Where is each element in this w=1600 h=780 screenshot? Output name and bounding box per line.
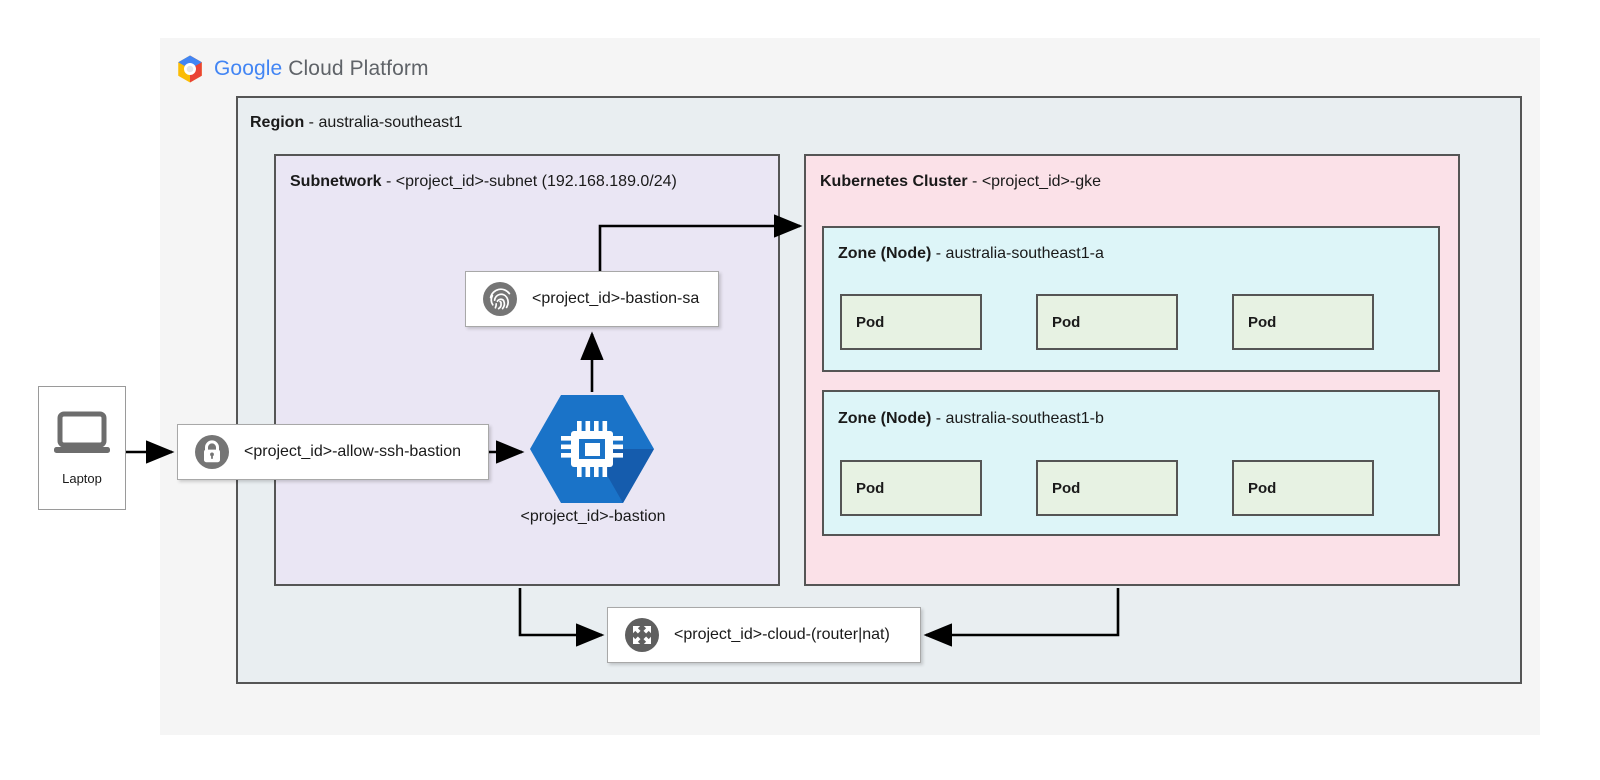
zone-b-value: australia-southeast1-b: [945, 410, 1104, 427]
bastion-label: <project_id>-bastion: [520, 508, 666, 525]
subnetwork-separator: -: [381, 173, 396, 190]
subnetwork-title: Subnetwork - <project_id>-subnet (192.16…: [290, 173, 677, 191]
service-account-node: <project_id>-bastion-sa: [465, 271, 719, 327]
cluster-separator: -: [967, 173, 982, 190]
google-cloud-logo-icon: [178, 55, 202, 83]
zone-a-value: australia-southeast1-a: [945, 245, 1104, 262]
zone-b-separator: -: [931, 410, 946, 427]
laptop-icon: [54, 411, 110, 453]
cloud-router-nat-label: <project_id>-cloud-(router|nat): [674, 626, 890, 643]
service-account-label: <project_id>-bastion-sa: [532, 290, 700, 307]
region-separator: -: [304, 114, 319, 131]
router-expand-icon: [625, 618, 659, 652]
pod-zone-a-1: Pod: [840, 294, 982, 350]
pod-label: Pod: [856, 314, 885, 331]
gcp-branding: Google Cloud Platform: [176, 52, 596, 86]
firewall-rule-label: <project_id>-allow-ssh-bastion: [244, 443, 461, 460]
pod-zone-b-3: Pod: [1232, 460, 1374, 516]
subnetwork-value: <project_id>-subnet (192.168.189.0/24): [395, 173, 677, 190]
zone-node-b-title: Zone (Node) - australia-southeast1-b: [838, 410, 1104, 428]
kubernetes-cluster-title: Kubernetes Cluster - <project_id>-gke: [820, 173, 1101, 191]
laptop-node: Laptop: [38, 386, 126, 510]
pod-zone-b-2: Pod: [1036, 460, 1178, 516]
cloud-router-nat-node: <project_id>-cloud-(router|nat): [607, 607, 921, 663]
region-value: australia-southeast1: [318, 114, 463, 131]
pod-label: Pod: [1248, 480, 1277, 497]
zone-b-label: Zone (Node): [838, 410, 932, 427]
wordmark-platform: Platform: [349, 57, 429, 80]
cluster-label: Kubernetes Cluster: [820, 173, 968, 190]
region-label: Region: [250, 114, 305, 131]
pod-label: Pod: [1248, 314, 1277, 331]
bastion-compute-icon: [530, 395, 654, 503]
zone-node-a-title: Zone (Node) - australia-southeast1-a: [838, 245, 1104, 263]
subnetwork-label: Subnetwork: [290, 173, 382, 190]
wordmark-cloud: Cloud: [288, 57, 344, 80]
region-title: Region - australia-southeast1: [250, 114, 463, 132]
firewall-rule-node: <project_id>-allow-ssh-bastion: [177, 424, 489, 480]
cluster-value: <project_id>-gke: [981, 173, 1101, 190]
pod-label: Pod: [1052, 480, 1081, 497]
fingerprint-icon: [483, 282, 517, 316]
pod-label: Pod: [1052, 314, 1081, 331]
pod-label: Pod: [856, 480, 885, 497]
pod-zone-a-3: Pod: [1232, 294, 1374, 350]
laptop-label: Laptop: [62, 470, 102, 486]
zone-a-separator: -: [931, 245, 946, 262]
pod-zone-b-1: Pod: [840, 460, 982, 516]
zone-a-label: Zone (Node): [838, 245, 932, 262]
wordmark-google-g: Google: [214, 57, 283, 80]
pod-zone-a-2: Pod: [1036, 294, 1178, 350]
gcp-wordmark: Google Cloud Platform: [214, 54, 429, 84]
lock-icon: [195, 435, 229, 469]
